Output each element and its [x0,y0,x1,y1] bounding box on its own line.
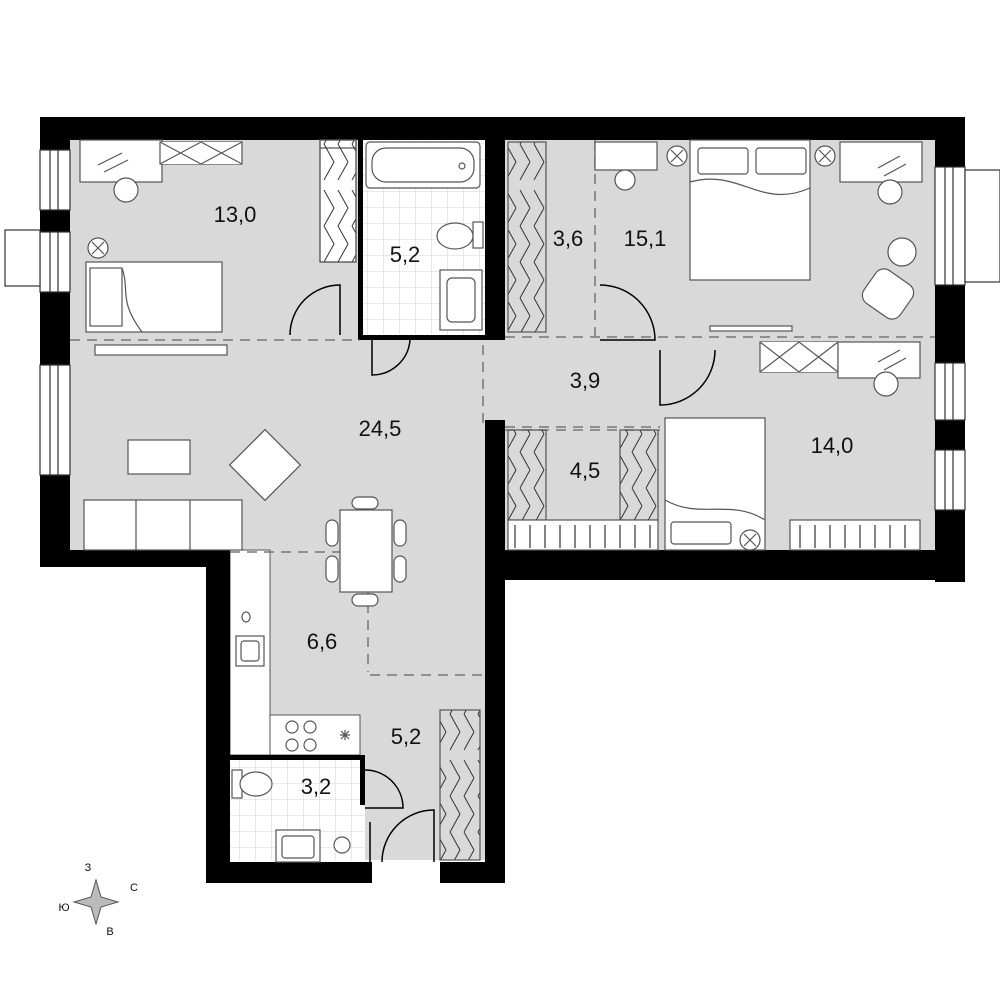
room-area-bedroom-right: 14,0 [811,433,854,458]
kitchen-fixtures [235,611,350,752]
living-furniture [83,428,407,607]
room-area-bedroom-master: 15,1 [624,226,667,251]
room-area-bedroom-left: 13,0 [214,202,257,227]
room-area-living: 24,5 [359,416,402,441]
master-bedroom-furniture [594,139,923,332]
room-area-wardrobe-mid: 4,5 [570,458,601,483]
area-labels: 13,0 5,2 3,6 15,1 3,9 24,5 4,5 14,0 6,6 … [214,202,854,799]
room-area-kitchen: 6,6 [307,629,338,654]
compass-rose: З С В Ю [58,862,138,938]
walls [40,117,965,883]
windows [4,149,1000,511]
compass-east: С [130,882,138,894]
compass-west: Ю [58,902,69,914]
compass-north: З [85,862,92,874]
compass-south: В [106,926,113,938]
wc-fixtures [231,769,351,863]
right-bedroom-furniture [664,341,921,551]
doors [289,284,716,863]
room-area-hall: 3,9 [570,368,601,393]
room-area-entrance: 5,2 [391,724,422,749]
room-area-wc: 3,2 [301,774,332,799]
room-area-wardrobe-top: 3,6 [553,226,584,251]
zone-dividers [70,140,935,676]
room-area-bathroom: 5,2 [390,242,421,267]
bathroom-fixtures [365,141,484,331]
wardrobes [319,139,921,861]
